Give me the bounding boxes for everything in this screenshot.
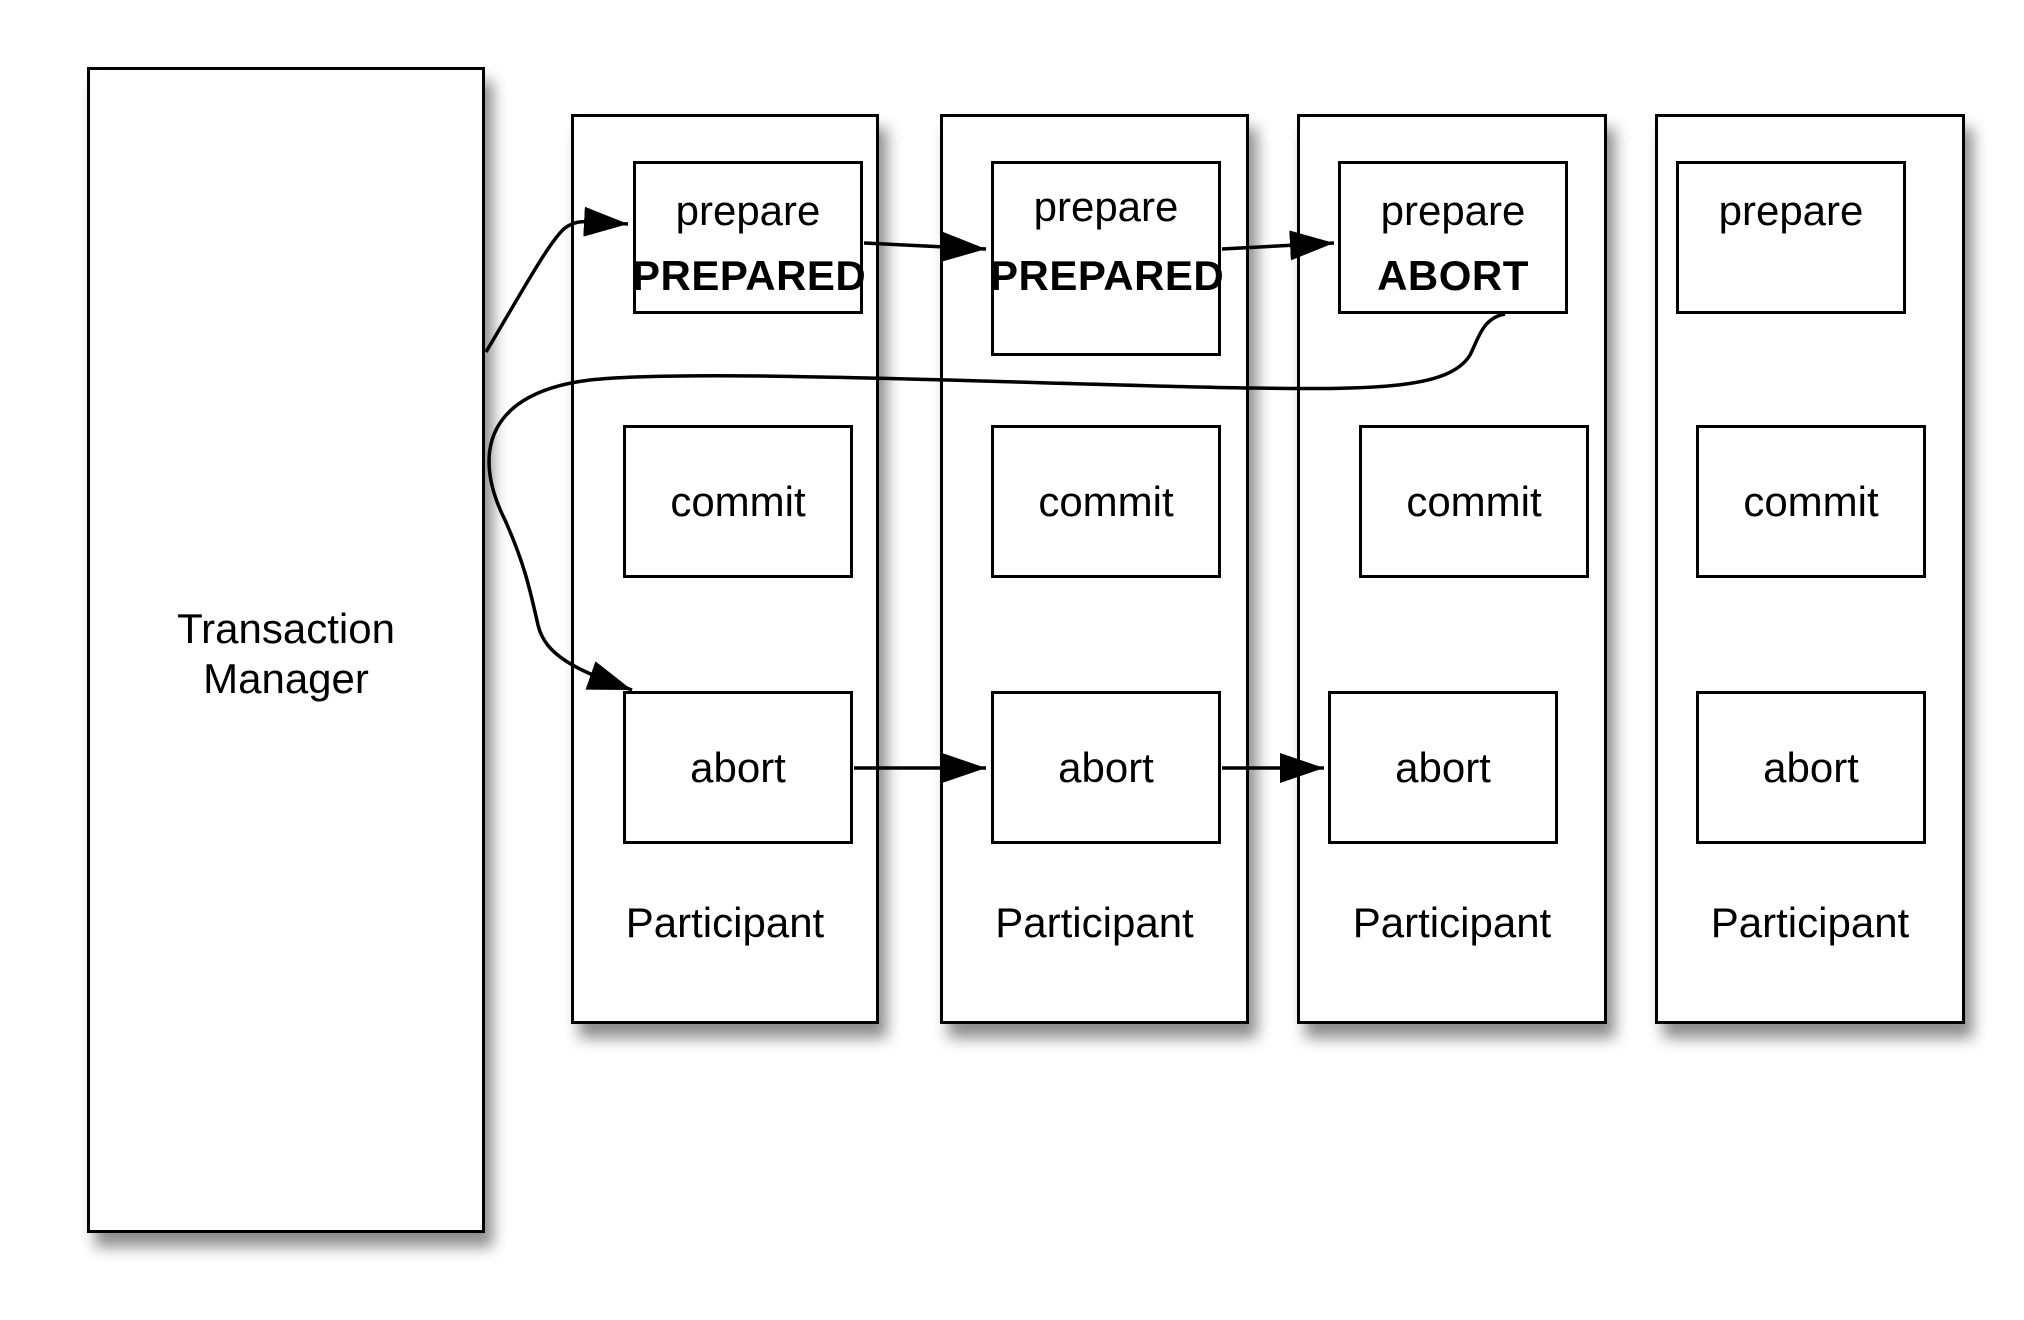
prepare-state-label: PREPARED [990,252,1225,299]
abort-box-1: abort [623,691,853,844]
prepare-state-label: ABORT [1377,252,1529,299]
abort-box-4: abort [1696,691,1926,844]
prepare-box-1: prepare PREPARED [632,161,867,314]
abort-label: abort [1763,743,1859,791]
commit-box-2: commit [991,425,1221,578]
arrow-prepare-2-to-prepare-3 [1221,230,1335,261]
prepare-label: prepare [675,187,821,234]
commit-box-1: commit [623,425,853,578]
prepare-state-label: PREPARED [632,252,867,299]
participant-label-2: Participant [995,899,1194,946]
abort-label: abort [690,743,786,791]
abort-box-2: abort [991,691,1221,844]
participant-label-4: Participant [1710,899,1910,946]
commit-label: commit [1038,477,1174,525]
participant-label-3: Participant [1352,899,1552,946]
commit-label: commit [670,477,806,525]
commit-box-4: commit [1696,425,1926,578]
prepare-box-2: prepare PREPARED [990,161,1225,356]
transaction-manager-box: Transaction Manager [87,67,485,1233]
participant-label-1: Participant [625,899,825,946]
commit-box-3: commit [1359,425,1589,578]
arrow-tm-to-prepare-1 [484,206,629,353]
abort-label: abort [1058,743,1154,791]
arrow-abort-back-to-abort-1 [487,312,1506,692]
prepare-box-4: prepare [1676,161,1906,314]
commit-label: commit [1743,477,1879,525]
prepare-box-3: prepare ABORT [1338,161,1568,314]
transaction-manager-label-line1: Transaction [177,605,395,652]
prepare-label: prepare [1718,187,1864,234]
arrow-prepare-1-to-prepare-2 [863,231,987,262]
prepare-label: prepare [1380,187,1526,234]
abort-box-3: abort [1328,691,1558,844]
transaction-manager-label: Transaction Manager [90,604,482,704]
transaction-manager-label-line2: Manager [203,655,369,702]
commit-label: commit [1406,477,1542,525]
prepare-label: prepare [1033,183,1179,230]
abort-label: abort [1395,743,1491,791]
